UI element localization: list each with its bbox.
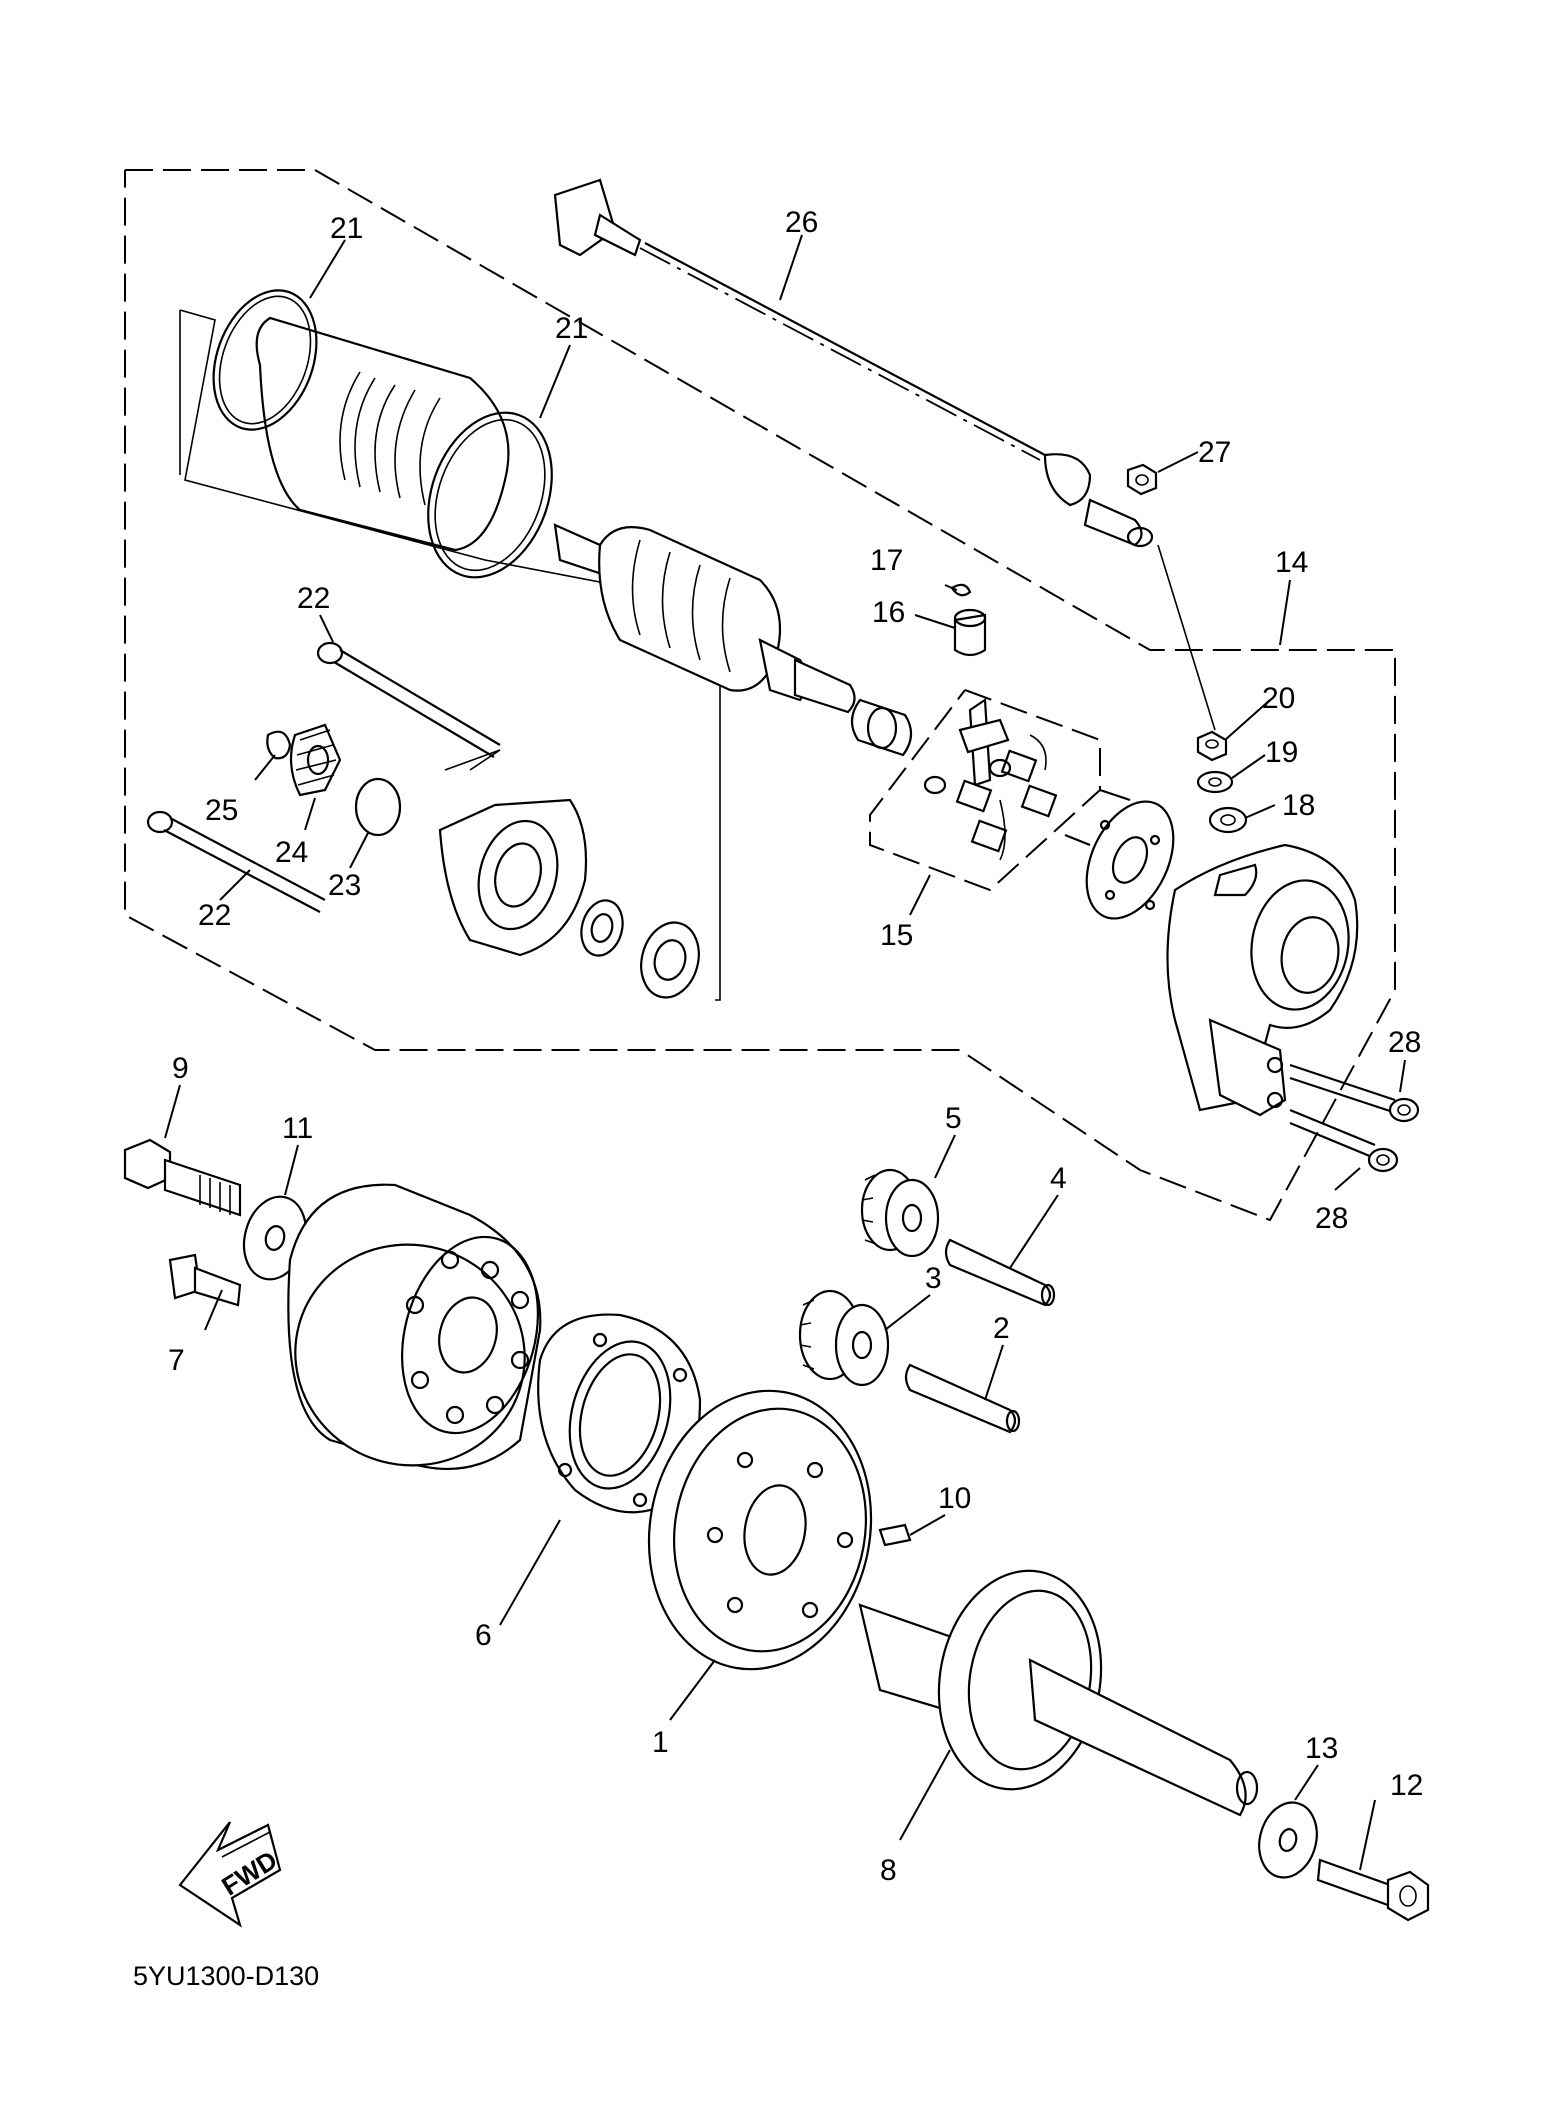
washer-13 [1258, 1801, 1318, 1879]
starter-wheel-gear-1 [647, 1389, 873, 1671]
diagram-code: 5YU1300-D130 [133, 1961, 319, 1991]
circlip-25 [266, 730, 292, 760]
bolt-7 [168, 1253, 242, 1307]
clip-17 [950, 583, 972, 597]
pinion-gear-24 [289, 723, 342, 797]
idler-shaft-2 [904, 1363, 1021, 1434]
callout-7: 7 [168, 1344, 185, 1377]
callout-28-upper: 28 [1388, 1026, 1421, 1059]
yoke-outline-bracket [179, 309, 721, 1001]
o-ring-23 [354, 777, 402, 837]
starter-yoke-housing [255, 316, 510, 552]
woodruff-key-10 [878, 1523, 912, 1547]
idler-shaft-4 [944, 1238, 1056, 1307]
brush-holder-subassembly-boundary [869, 689, 1101, 892]
callout-19: 19 [1265, 736, 1298, 769]
starter-clutch-6 [537, 1313, 702, 1514]
callout-1: 1 [652, 1726, 669, 1759]
callout-12: 12 [1390, 1769, 1423, 1802]
ball-bearing [640, 921, 700, 999]
nut-27 [1126, 463, 1158, 496]
bolt-12 [1316, 1858, 1430, 1922]
callout-25: 25 [205, 794, 238, 827]
collar-16 [953, 608, 987, 657]
bolt-22-upper [316, 641, 501, 758]
front-cover-guide [444, 749, 501, 771]
callout-labels: 21 21 26 27 14 17 16 20 19 18 22 25 24 2… [168, 206, 1423, 1887]
callout-8: 8 [880, 1854, 897, 1887]
callout-16: 16 [872, 596, 905, 629]
callout-21-front: 21 [555, 312, 588, 345]
bolt-9 [123, 1138, 242, 1217]
forward-direction-arrow: FWD [178, 1821, 282, 1928]
starter-motor-assembly-boundary [124, 169, 1396, 1222]
callout-11: 11 [282, 1112, 313, 1145]
cable-mount-line [1157, 544, 1216, 731]
bolt-22-lower [146, 810, 326, 913]
starter-gear-shaft-8 [858, 1569, 1259, 1817]
callout-10: 10 [938, 1482, 971, 1515]
callout-26: 26 [785, 206, 818, 239]
callout-28-lower: 28 [1315, 1202, 1348, 1235]
callout-13: 13 [1305, 1732, 1338, 1765]
callout-18: 18 [1282, 789, 1315, 822]
idler-gear-5 [860, 1168, 940, 1258]
callout-3: 3 [925, 1262, 942, 1295]
callout-9: 9 [172, 1052, 189, 1085]
callout-22-lower: 22 [198, 899, 231, 932]
leader-lines [164, 234, 1406, 1871]
callout-22-upper: 22 [297, 582, 330, 615]
callout-15: 15 [880, 919, 913, 952]
callout-21-rear: 21 [330, 212, 363, 245]
starter-cable-26 [553, 178, 1154, 548]
callout-23: 23 [328, 869, 361, 902]
callout-20: 20 [1262, 682, 1295, 715]
callout-2: 2 [993, 1312, 1010, 1345]
washer-19 [1196, 770, 1234, 794]
callout-6: 6 [475, 1619, 492, 1652]
washer-18 [1208, 806, 1248, 834]
front-cover [438, 798, 588, 957]
callout-5: 5 [945, 1102, 962, 1135]
bolt-28-lower [1289, 1108, 1399, 1173]
callout-4: 4 [1050, 1162, 1067, 1195]
brush-holder-15 [923, 698, 1131, 861]
callout-24: 24 [275, 836, 308, 869]
flywheel-rotor [287, 1183, 542, 1470]
idler-gear-3 [798, 1289, 890, 1387]
front-bearing [580, 899, 624, 957]
callout-17: 17 [870, 544, 903, 577]
starter-end-cover-14 [1166, 843, 1359, 1117]
starter-armature [553, 523, 856, 714]
nut-20 [1196, 730, 1228, 762]
bolt-28-upper [1289, 1063, 1420, 1123]
needle-bearing [850, 698, 913, 757]
o-ring-21-rear [212, 289, 318, 431]
brush-plate [1085, 800, 1175, 920]
o-ring-21-front [427, 411, 553, 579]
callout-27: 27 [1198, 436, 1231, 469]
callout-14: 14 [1275, 546, 1308, 579]
